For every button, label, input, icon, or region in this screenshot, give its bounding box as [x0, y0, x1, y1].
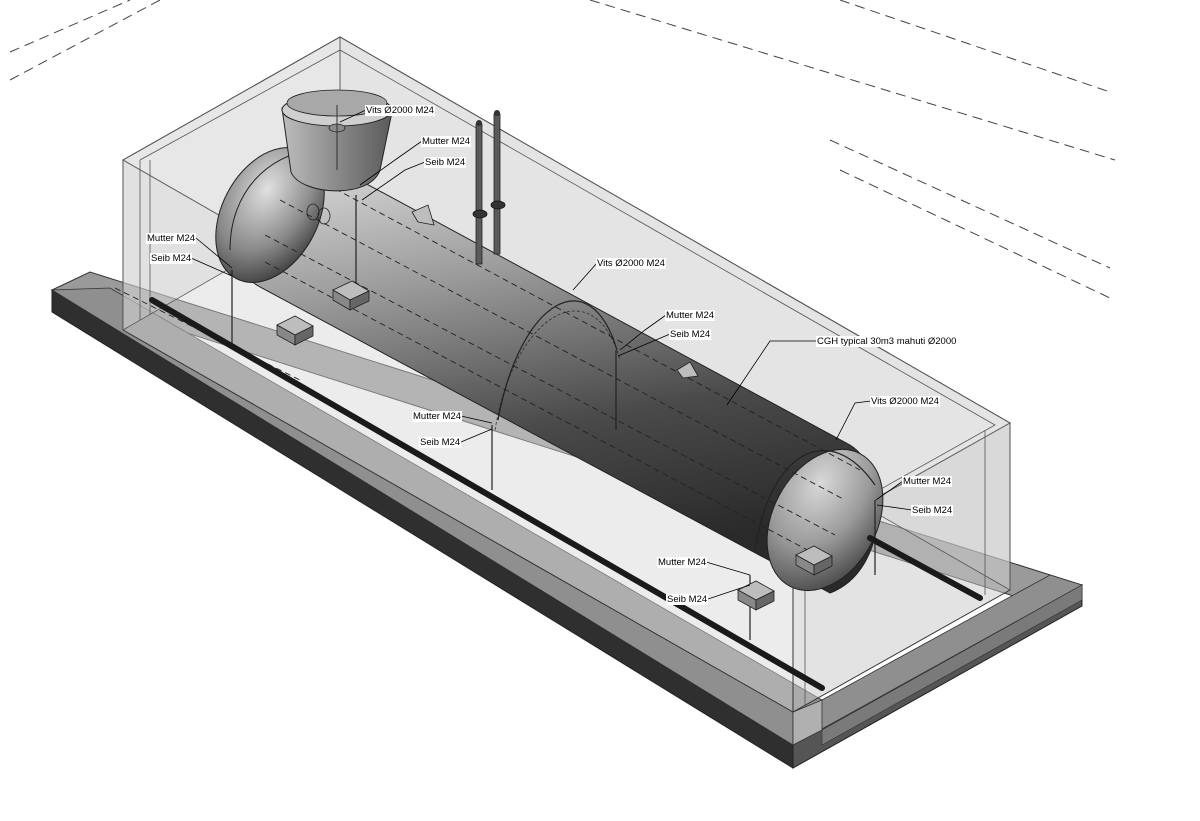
annotation-mutter-left[interactable]: Mutter M24 [146, 233, 233, 269]
annotation-text: Seib M24 [425, 157, 465, 168]
leader-line [619, 314, 667, 351]
leader-line [705, 561, 751, 576]
annotation-seib-front[interactable]: Seib M24 [419, 428, 493, 448]
tag-background [657, 557, 708, 568]
tag-background [365, 105, 435, 116]
leader-line [195, 237, 233, 269]
annotation-tank[interactable]: CGH typical 30m3 mahuti Ø2000 [726, 336, 958, 406]
annotation-seib-left[interactable]: Seib M24 [150, 253, 233, 277]
tag-background [669, 329, 712, 340]
annotation-text: Mutter M24 [413, 411, 461, 422]
annotation-text: Mutter M24 [658, 557, 706, 568]
tag-background [665, 310, 716, 321]
annotation-text: Mutter M24 [666, 310, 714, 321]
lifting-lugs [306, 203, 699, 379]
annotation-text: Seib M24 [670, 329, 710, 340]
annotation-text: Vits Ø2000 M24 [597, 258, 665, 269]
anchor-blocks [276, 280, 833, 611]
annotation-mutter-right[interactable]: Mutter M24 [875, 476, 953, 501]
leader-line [572, 262, 598, 291]
tag-background [596, 258, 666, 269]
manway-dome [281, 89, 393, 192]
annotation-seib-bottom[interactable]: Seib M24 [666, 584, 751, 605]
leader-line [835, 400, 872, 441]
annotation-text: Seib M24 [151, 253, 191, 264]
annotation-vits-top[interactable]: Vits Ø2000 M24 [339, 105, 435, 123]
tag-background [419, 437, 462, 448]
leader-line [875, 480, 904, 501]
annotation-mutter-front[interactable]: Mutter M24 [412, 411, 493, 424]
leader-line [190, 257, 233, 277]
tag-background [870, 396, 940, 407]
annotation-mutter-top[interactable]: Mutter M24 [359, 136, 472, 186]
tag-background [902, 476, 953, 487]
annotation-mutter-bottom[interactable]: Mutter M24 [657, 557, 751, 576]
background-dashed-lines [9, 0, 1116, 299]
leader-line [726, 340, 817, 406]
leader-line [617, 333, 671, 357]
annotation-text: Seib M24 [420, 437, 460, 448]
annotation-text: Seib M24 [667, 594, 707, 605]
leader-line [339, 109, 367, 123]
annotation-mutter-mid[interactable]: Mutter M24 [619, 310, 716, 351]
annotation-text: Mutter M24 [422, 136, 470, 147]
tag-background [412, 411, 463, 422]
tag-background [911, 505, 954, 516]
leader-line [876, 504, 913, 511]
annotation-seib-top[interactable]: Seib M24 [361, 157, 467, 201]
annotation-vits-right[interactable]: Vits Ø2000 M24 [835, 396, 940, 441]
leader-line [707, 584, 751, 600]
tag-background [816, 336, 958, 347]
annotation-text: CGH typical 30m3 mahuti Ø2000 [817, 336, 956, 347]
vent-pipes [472, 110, 506, 265]
annotation-text: Vits Ø2000 M24 [366, 105, 434, 116]
annotation-text: Seib M24 [912, 505, 952, 516]
leader-line [460, 415, 493, 424]
leader-line [460, 428, 493, 443]
tag-background [424, 157, 467, 168]
annotation-seib-right[interactable]: Seib M24 [876, 504, 954, 516]
annotation-text: Vits Ø2000 M24 [871, 396, 939, 407]
tag-background [146, 233, 197, 244]
annotation-text: Mutter M24 [903, 476, 951, 487]
annotation-text: Mutter M24 [147, 233, 195, 244]
annotation-vits-mid[interactable]: Vits Ø2000 M24 [572, 258, 666, 291]
leader-line [361, 161, 426, 201]
annotation-seib-mid[interactable]: Seib M24 [617, 329, 712, 357]
leader-line [359, 140, 423, 186]
tag-background [666, 594, 709, 605]
tag-background [150, 253, 193, 264]
tag-background [421, 136, 472, 147]
drain-pipes [149, 297, 983, 691]
